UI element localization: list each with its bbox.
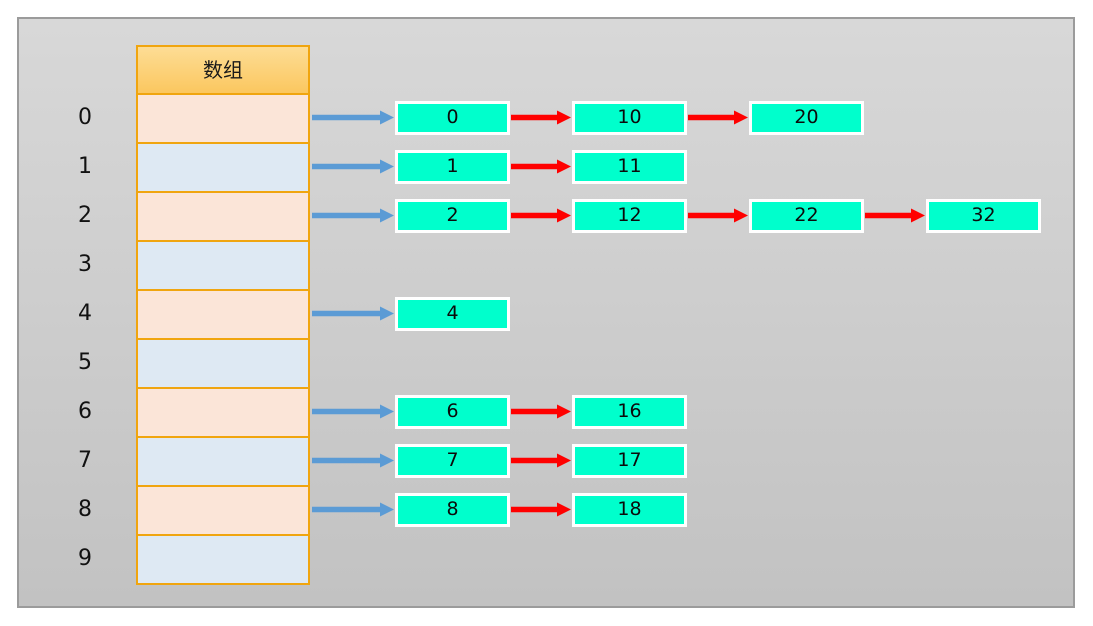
- array-bucket-cell: [136, 191, 310, 242]
- array-bucket-cell: [136, 338, 310, 389]
- array-bucket-cell: [136, 436, 310, 487]
- list-node: 11: [572, 149, 687, 184]
- list-node: 17: [572, 443, 687, 478]
- array-header: 数组: [136, 45, 310, 95]
- list-node: 2: [395, 198, 510, 233]
- list-node: 22: [749, 198, 864, 233]
- bucket-index-label: 5: [78, 350, 92, 375]
- list-node: 1: [395, 149, 510, 184]
- list-node: 18: [572, 492, 687, 527]
- list-node: 8: [395, 492, 510, 527]
- bucket-index-label: 2: [78, 203, 92, 228]
- bucket-index-label: 9: [78, 546, 92, 571]
- list-node: 6: [395, 394, 510, 429]
- list-node: 32: [926, 198, 1041, 233]
- bucket-index-label: 6: [78, 399, 92, 424]
- array-table: 数组: [136, 45, 310, 585]
- array-bucket-cell: [136, 93, 310, 144]
- bucket-index-label: 4: [78, 301, 92, 326]
- array-header-label: 数组: [203, 58, 243, 82]
- bucket-index-label: 8: [78, 497, 92, 522]
- array-bucket-cell: [136, 534, 310, 585]
- bucket-index-label: 0: [78, 105, 92, 130]
- array-bucket-cell: [136, 485, 310, 536]
- list-node: 7: [395, 443, 510, 478]
- array-bucket-cell: [136, 289, 310, 340]
- bucket-index-label: 7: [78, 448, 92, 473]
- list-node: 20: [749, 100, 864, 135]
- bucket-index-label: 3: [78, 252, 92, 277]
- bucket-index-label: 1: [78, 154, 92, 179]
- array-bucket-cells: [136, 93, 310, 585]
- array-bucket-cell: [136, 142, 310, 193]
- list-node: 0: [395, 100, 510, 135]
- list-node: 4: [395, 296, 510, 331]
- list-node: 16: [572, 394, 687, 429]
- list-node: 12: [572, 198, 687, 233]
- array-bucket-cell: [136, 387, 310, 438]
- list-node: 10: [572, 100, 687, 135]
- array-bucket-cell: [136, 240, 310, 291]
